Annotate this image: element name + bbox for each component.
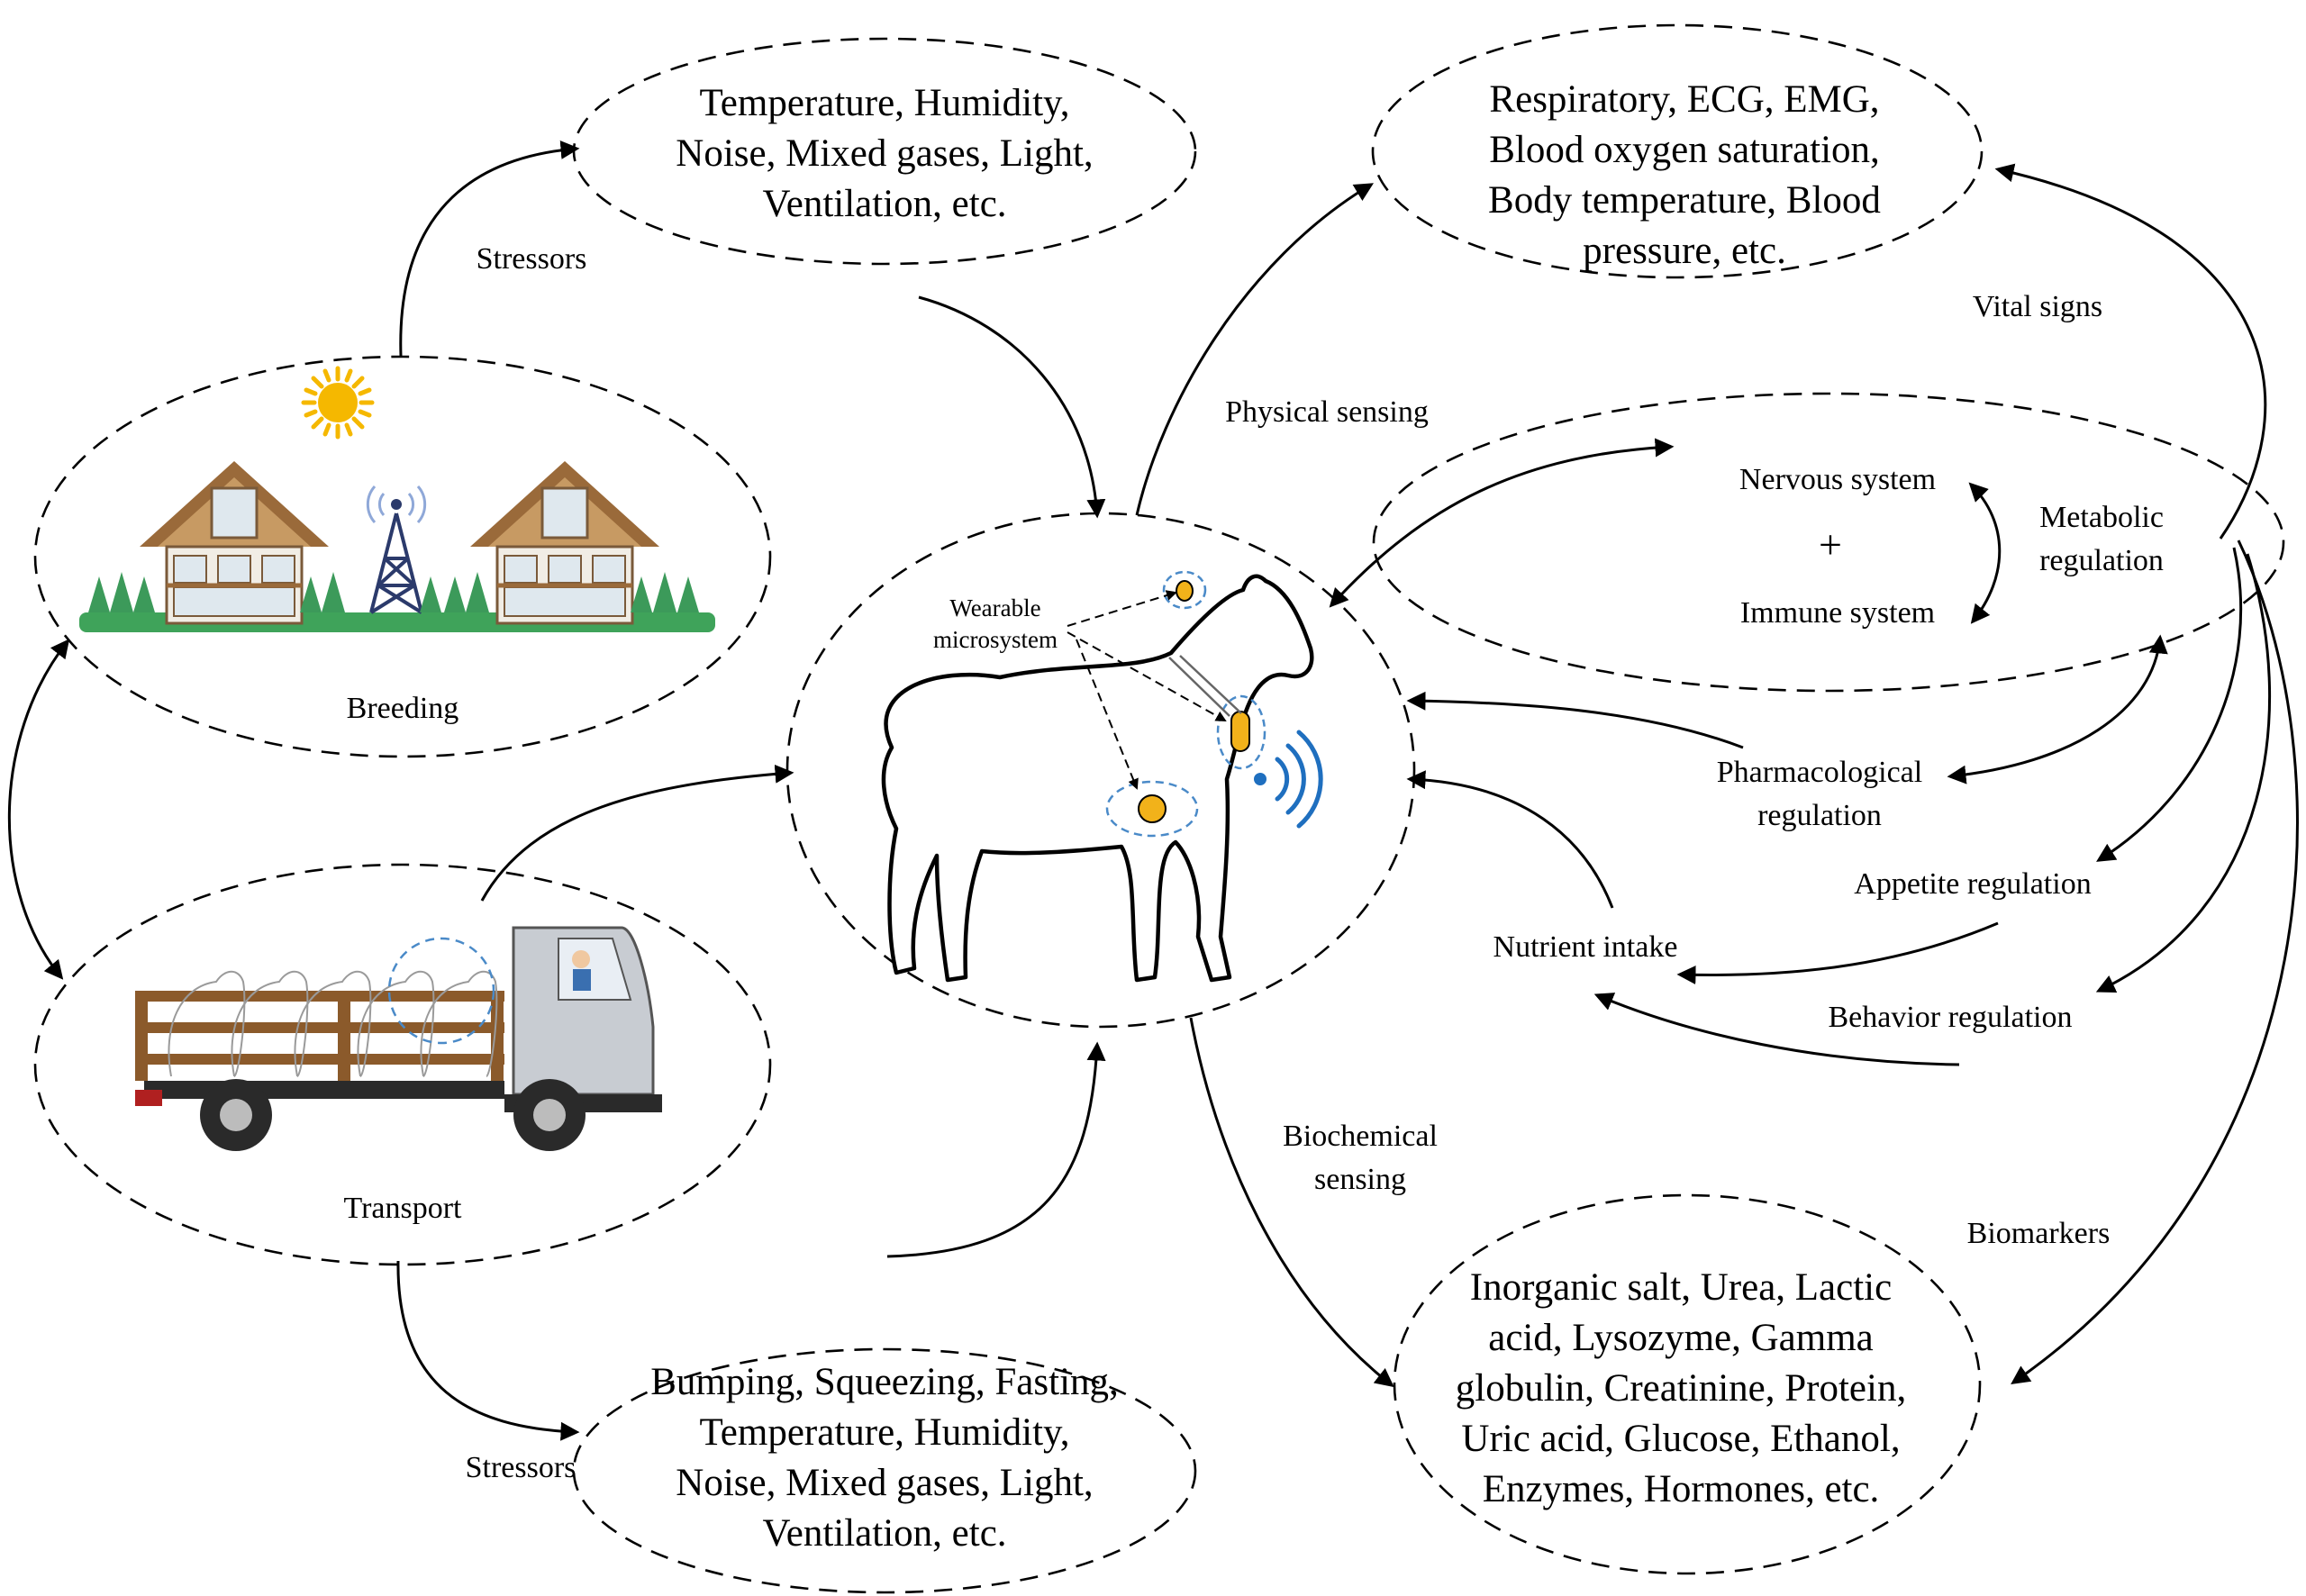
wearable-label-line-2: microsystem bbox=[933, 626, 1058, 653]
transport-ellipse bbox=[33, 863, 772, 1266]
sun-icon bbox=[301, 366, 375, 440]
stressors-env-line-1: Temperature, Humidity, bbox=[700, 82, 1070, 124]
stressors-env-line-2: Noise, Mixed gases, Light, bbox=[676, 132, 1093, 175]
vital-signs-line-2: Blood oxygen saturation, bbox=[1489, 129, 1880, 171]
wearable-microsystem-label: Wearable microsystem bbox=[933, 594, 1058, 653]
wearable-pointer-lines bbox=[1067, 590, 1227, 790]
stressors-transport-ellipse bbox=[572, 1347, 1197, 1594]
stressors-transport-line-3: Noise, Mixed gases, Light, bbox=[676, 1462, 1093, 1504]
immune-system-label: Immune system bbox=[1740, 596, 1935, 630]
vital-signs-ellipse bbox=[1371, 23, 1984, 279]
truck-icon bbox=[135, 926, 662, 1151]
breeding-ellipse bbox=[33, 355, 772, 758]
arrow-regulation-to-behavior bbox=[2095, 553, 2272, 993]
sensor-icon bbox=[1162, 570, 1207, 610]
stressors-env-text: Temperature, Humidity, Noise, Mixed gase… bbox=[676, 82, 1093, 225]
stressors-transport-line-1: Bumping, Squeezing, Fasting, bbox=[650, 1361, 1119, 1403]
arrow-regulation-to-pharmacological bbox=[1947, 634, 2168, 784]
vital-signs-line-3: Body temperature, Blood bbox=[1488, 179, 1881, 222]
biochemical-sensing-label-line-1: Biochemical bbox=[1283, 1120, 1438, 1153]
nutrient-intake-label: Nutrient intake bbox=[1493, 930, 1678, 964]
biochemical-sensing-label-line-2: sensing bbox=[1314, 1163, 1406, 1196]
metabolic-label-line-1: Metabolic bbox=[2039, 501, 2164, 534]
pharmacological-label-line-1: Pharmacological bbox=[1717, 756, 1922, 789]
arrow-pharmacological-to-sheep bbox=[1406, 691, 1744, 749]
house-icon bbox=[470, 461, 659, 625]
biomarkers-edge-label: Biomarkers bbox=[1967, 1217, 2111, 1250]
stressors-bottom-label: Stressors bbox=[466, 1451, 576, 1484]
arrow-breeding-transport bbox=[7, 639, 70, 980]
regulation-text: Nervous system + Immune system Metabolic… bbox=[1739, 463, 2164, 630]
arrow-physical-sensing bbox=[1135, 183, 1375, 516]
biomarkers-text: Inorganic salt, Urea, Lactic acid, Lysoz… bbox=[1456, 1266, 1906, 1510]
biomarkers-line-5: Enzymes, Hormones, etc. bbox=[1483, 1468, 1880, 1510]
appetite-regulation-label: Appetite regulation bbox=[1854, 867, 2091, 901]
nervous-immune-arrow bbox=[1968, 482, 2002, 624]
transport-label: Transport bbox=[344, 1192, 463, 1225]
biomarkers-line-3: globulin, Creatinine, Protein, bbox=[1456, 1367, 1906, 1410]
neck-strap bbox=[1168, 655, 1242, 717]
signal-tower-icon bbox=[366, 485, 427, 614]
pharmacological-label-line-2: regulation bbox=[1757, 799, 1882, 832]
plus-sign: + bbox=[1819, 521, 1842, 567]
sheep-icon bbox=[881, 574, 1314, 983]
arrow-stressors-to-sheep bbox=[918, 295, 1106, 519]
arrow-breeding-to-stressors bbox=[399, 140, 580, 357]
biomarkers-ellipse bbox=[1393, 1193, 1982, 1575]
arrow-regulation-to-biomarkers bbox=[2011, 540, 2299, 1384]
arrow-biochemical-sensing bbox=[1189, 1017, 1394, 1388]
arrow-stressors-to-sheep-bottom bbox=[886, 1041, 1106, 1258]
physical-sensing-label: Physical sensing bbox=[1225, 395, 1429, 429]
arrow-regulation-to-appetite bbox=[2096, 547, 2243, 862]
biomarkers-line-2: acid, Lysozyme, Gamma bbox=[1488, 1317, 1873, 1359]
arrow-regulation-to-vital bbox=[1994, 163, 2267, 540]
arrow-appetite-to-nutrient bbox=[1676, 921, 1999, 984]
nervous-system-label: Nervous system bbox=[1739, 463, 1936, 496]
stressors-env-line-3: Ventilation, etc. bbox=[762, 183, 1006, 225]
wireless-signal-icon bbox=[1254, 730, 1323, 829]
arrow-behavior-to-nutrient bbox=[1593, 993, 1960, 1066]
stressors-transport-text: Bumping, Squeezing, Fasting, Temperature… bbox=[650, 1361, 1119, 1555]
arrow-transport-to-stressors bbox=[396, 1260, 580, 1441]
stressors-top-label: Stressors bbox=[477, 242, 587, 276]
sensor-icon bbox=[1105, 780, 1199, 838]
arrow-nutrient-to-sheep bbox=[1406, 770, 1614, 909]
vital-signs-line-4: pressure, etc. bbox=[1583, 230, 1786, 272]
behavior-regulation-label: Behavior regulation bbox=[1829, 1001, 2073, 1034]
breeding-label: Breeding bbox=[347, 692, 459, 725]
vital-signs-text: Respiratory, ECG, EMG, Blood oxygen satu… bbox=[1488, 78, 1881, 272]
tree-icon bbox=[88, 572, 699, 612]
metabolic-label-line-2: regulation bbox=[2039, 544, 2164, 577]
house-icon bbox=[140, 461, 329, 625]
stressors-transport-line-2: Temperature, Humidity, bbox=[700, 1411, 1070, 1454]
biomarkers-line-4: Uric acid, Glucose, Ethanol, bbox=[1461, 1418, 1900, 1460]
vital-signs-label: Vital signs bbox=[1973, 290, 2102, 323]
vital-signs-line-1: Respiratory, ECG, EMG, bbox=[1489, 78, 1879, 121]
stressors-transport-line-4: Ventilation, etc. bbox=[762, 1512, 1006, 1555]
wearable-label-line-1: Wearable bbox=[949, 594, 1040, 621]
biomarkers-line-1: Inorganic salt, Urea, Lactic bbox=[1470, 1266, 1892, 1309]
arrow-sheep-regulation bbox=[1329, 438, 1675, 608]
arrow-transport-to-sheep bbox=[480, 764, 794, 902]
